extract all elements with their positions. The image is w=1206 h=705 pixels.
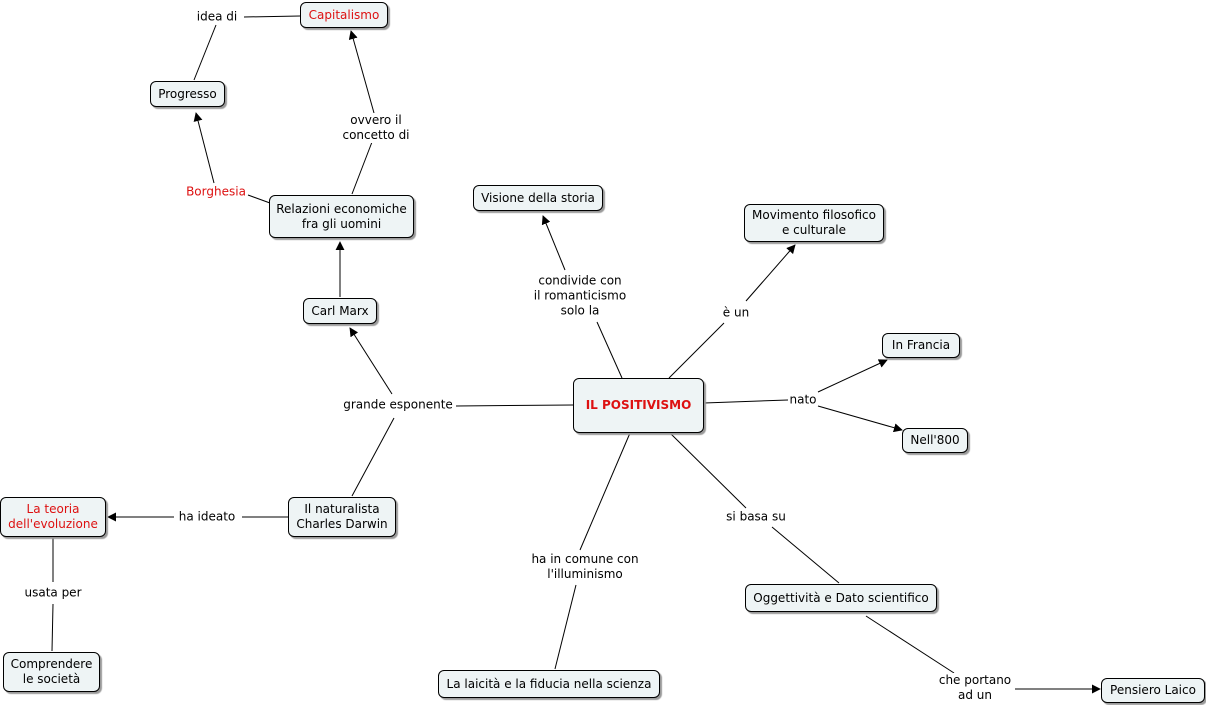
node-label: Movimento filosofico e culturale bbox=[752, 208, 876, 237]
link-label-e-un: è un bbox=[721, 305, 751, 321]
link-label-si-basa-su: si basa su bbox=[725, 509, 787, 525]
node-label: La teoria dell'evoluzione bbox=[8, 502, 98, 531]
node-label: Carl Marx bbox=[311, 303, 369, 318]
link-label-grande-esponente: grande esponente bbox=[342, 397, 454, 413]
node-label: IL POSITIVISMO bbox=[585, 398, 692, 412]
node-nell800[interactable]: Nell'800 bbox=[902, 428, 968, 453]
link-label-ha-ideato: ha ideato bbox=[177, 509, 237, 525]
node-laicita-fiducia-scienza[interactable]: La laicità e la fiducia nella scienza bbox=[438, 670, 660, 698]
link-label-ovvero-il-concetto-di: ovvero il concetto di bbox=[341, 113, 411, 143]
node-visione-della-storia[interactable]: Visione della storia bbox=[473, 185, 603, 211]
node-label: Progresso bbox=[158, 86, 217, 101]
node-il-positivismo[interactable]: IL POSITIVISMO bbox=[573, 378, 704, 433]
link-label-borghesia: Borghesia bbox=[185, 184, 247, 200]
node-teoria-evoluzione[interactable]: La teoria dell'evoluzione bbox=[0, 497, 106, 537]
node-label: Capitalismo bbox=[308, 7, 380, 22]
node-oggettivita-dato-scientifico[interactable]: Oggettività e Dato scientifico bbox=[745, 584, 937, 612]
link-label-condivide: condivide con il romanticismo solo la bbox=[532, 273, 628, 319]
node-label: La laicità e la fiducia nella scienza bbox=[446, 676, 652, 691]
link-label-idea-di: idea di bbox=[195, 9, 239, 25]
node-label: Il naturalista Charles Darwin bbox=[296, 502, 388, 531]
node-label: Oggettività e Dato scientifico bbox=[753, 590, 929, 605]
link-label-usata-per: usata per bbox=[23, 585, 83, 601]
node-label: In Francia bbox=[891, 338, 951, 352]
link-label-nato: nato bbox=[788, 392, 818, 408]
node-charles-darwin[interactable]: Il naturalista Charles Darwin bbox=[288, 497, 396, 537]
node-in-francia[interactable]: In Francia bbox=[882, 333, 960, 358]
node-capitalismo[interactable]: Capitalismo bbox=[300, 2, 388, 28]
node-pensiero-laico[interactable]: Pensiero Laico bbox=[1101, 678, 1205, 703]
node-label: Nell'800 bbox=[910, 433, 960, 447]
node-movimento-filosofico[interactable]: Movimento filosofico e culturale bbox=[744, 204, 884, 242]
node-carl-marx[interactable]: Carl Marx bbox=[303, 298, 377, 324]
node-progresso[interactable]: Progresso bbox=[150, 81, 225, 107]
node-label: Relazioni economiche fra gli uomini bbox=[276, 201, 407, 231]
node-label: Comprendere le società bbox=[10, 657, 93, 686]
node-label: Pensiero Laico bbox=[1110, 683, 1196, 697]
node-relazioni-economiche[interactable]: Relazioni economiche fra gli uomini bbox=[269, 195, 414, 238]
node-label: Visione della storia bbox=[481, 190, 595, 205]
node-comprendere-societa[interactable]: Comprendere le società bbox=[3, 652, 100, 692]
link-label-ha-in-comune: ha in comune con l'illuminismo bbox=[530, 552, 640, 582]
link-label-che-portano: che portano ad un bbox=[937, 673, 1013, 703]
